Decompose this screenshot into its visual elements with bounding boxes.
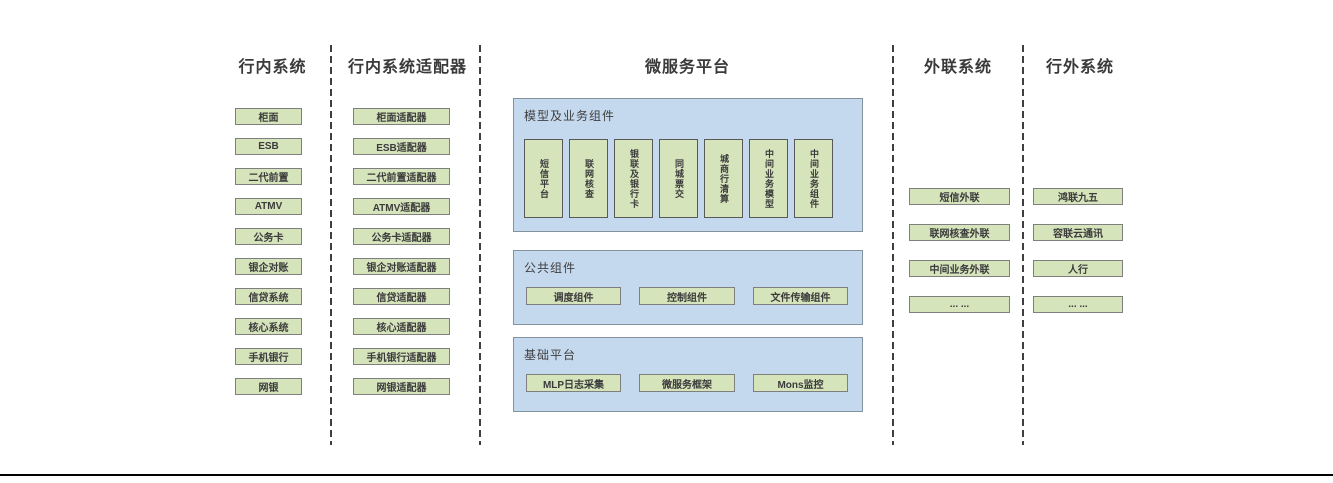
adapter-item: 网银适配器 <box>353 378 450 395</box>
section-header-outbound-systems: 外联系统 <box>923 59 992 76</box>
external-system-item: 容联云通讯 <box>1033 224 1123 241</box>
adapter-item: 手机银行适配器 <box>353 348 450 365</box>
common-component-box: 调度组件 <box>526 287 621 305</box>
outbound-system-item: ... ... <box>909 296 1010 313</box>
model-component-card: 同城票交 <box>659 139 698 218</box>
adapter-item: 信贷适配器 <box>353 288 450 305</box>
internal-system-item: ESB <box>235 138 302 155</box>
outbound-systems-column: 短信外联 联网核查外联 中间业务外联 ... ... <box>909 188 1010 313</box>
base-platform-row: MLP日志采集 微服务框架 Mons监控 <box>526 374 848 392</box>
internal-adapters-column: 柜面适配器 ESB适配器 二代前置适配器 ATMV适配器 公务卡适配器 银企对账… <box>353 108 450 395</box>
panel-common-components: 公共组件 调度组件 控制组件 文件传输组件 <box>513 250 863 325</box>
common-component-box: 文件传输组件 <box>753 287 848 305</box>
panel-title: 基础平台 <box>524 348 577 362</box>
model-component-card: 城商行清算 <box>704 139 743 218</box>
model-component-card: 中间业务组件 <box>794 139 833 218</box>
adapter-item: ESB适配器 <box>353 138 450 155</box>
internal-system-item: 手机银行 <box>235 348 302 365</box>
external-system-item: 鸿联九五 <box>1033 188 1123 205</box>
internal-system-item: 信贷系统 <box>235 288 302 305</box>
internal-system-item: 二代前置 <box>235 168 302 185</box>
outbound-system-item: 联网核查外联 <box>909 224 1010 241</box>
common-component-box: 控制组件 <box>639 287 735 305</box>
model-component-card: 银联及银行卡 <box>614 139 653 218</box>
common-component-row: 调度组件 控制组件 文件传输组件 <box>526 287 848 305</box>
adapter-item: ATMV适配器 <box>353 198 450 215</box>
adapter-item: 银企对账适配器 <box>353 258 450 275</box>
base-platform-box: 微服务框架 <box>639 374 735 392</box>
section-header-internal-adapters: 行内系统适配器 <box>347 59 467 76</box>
internal-system-item: 柜面 <box>235 108 302 125</box>
internal-system-item: 核心系统 <box>235 318 302 335</box>
outbound-system-item: 中间业务外联 <box>909 260 1010 277</box>
external-system-item: 人行 <box>1033 260 1123 277</box>
internal-system-item: ATMV <box>235 198 302 215</box>
internal-system-item: 银企对账 <box>235 258 302 275</box>
internal-systems-column: 柜面 ESB 二代前置 ATMV 公务卡 银企对账 信贷系统 核心系统 手机银行… <box>235 108 302 395</box>
panel-title: 公共组件 <box>524 261 577 275</box>
panel-model-business-components: 模型及业务组件 短信平台 联网核查 银联及银行卡 同城票交 城商行清算 中间业务… <box>513 98 863 232</box>
panel-base-platform: 基础平台 MLP日志采集 微服务框架 Mons监控 <box>513 337 863 412</box>
external-system-item: ... ... <box>1033 296 1123 313</box>
model-component-card: 短信平台 <box>524 139 563 218</box>
external-systems-column: 鸿联九五 容联云通讯 人行 ... ... <box>1033 188 1123 313</box>
section-header-external-systems: 行外系统 <box>1045 59 1114 76</box>
panel-title: 模型及业务组件 <box>524 109 616 123</box>
model-component-card-row: 短信平台 联网核查 银联及银行卡 同城票交 城商行清算 中间业务模型 中间业务组… <box>524 139 833 218</box>
column-divider <box>479 45 481 445</box>
column-divider <box>330 45 332 445</box>
column-divider <box>892 45 894 445</box>
section-header-internal-systems: 行内系统 <box>238 59 307 76</box>
adapter-item: 公务卡适配器 <box>353 228 450 245</box>
adapter-item: 核心适配器 <box>353 318 450 335</box>
internal-system-item: 网银 <box>235 378 302 395</box>
column-divider <box>1022 45 1024 445</box>
base-platform-box: MLP日志采集 <box>526 374 621 392</box>
section-header-microservice-platform: 微服务平台 <box>644 59 730 76</box>
bottom-border-line <box>0 474 1333 476</box>
internal-system-item: 公务卡 <box>235 228 302 245</box>
adapter-item: 柜面适配器 <box>353 108 450 125</box>
outbound-system-item: 短信外联 <box>909 188 1010 205</box>
model-component-card: 中间业务模型 <box>749 139 788 218</box>
base-platform-box: Mons监控 <box>753 374 848 392</box>
adapter-item: 二代前置适配器 <box>353 168 450 185</box>
model-component-card: 联网核查 <box>569 139 608 218</box>
